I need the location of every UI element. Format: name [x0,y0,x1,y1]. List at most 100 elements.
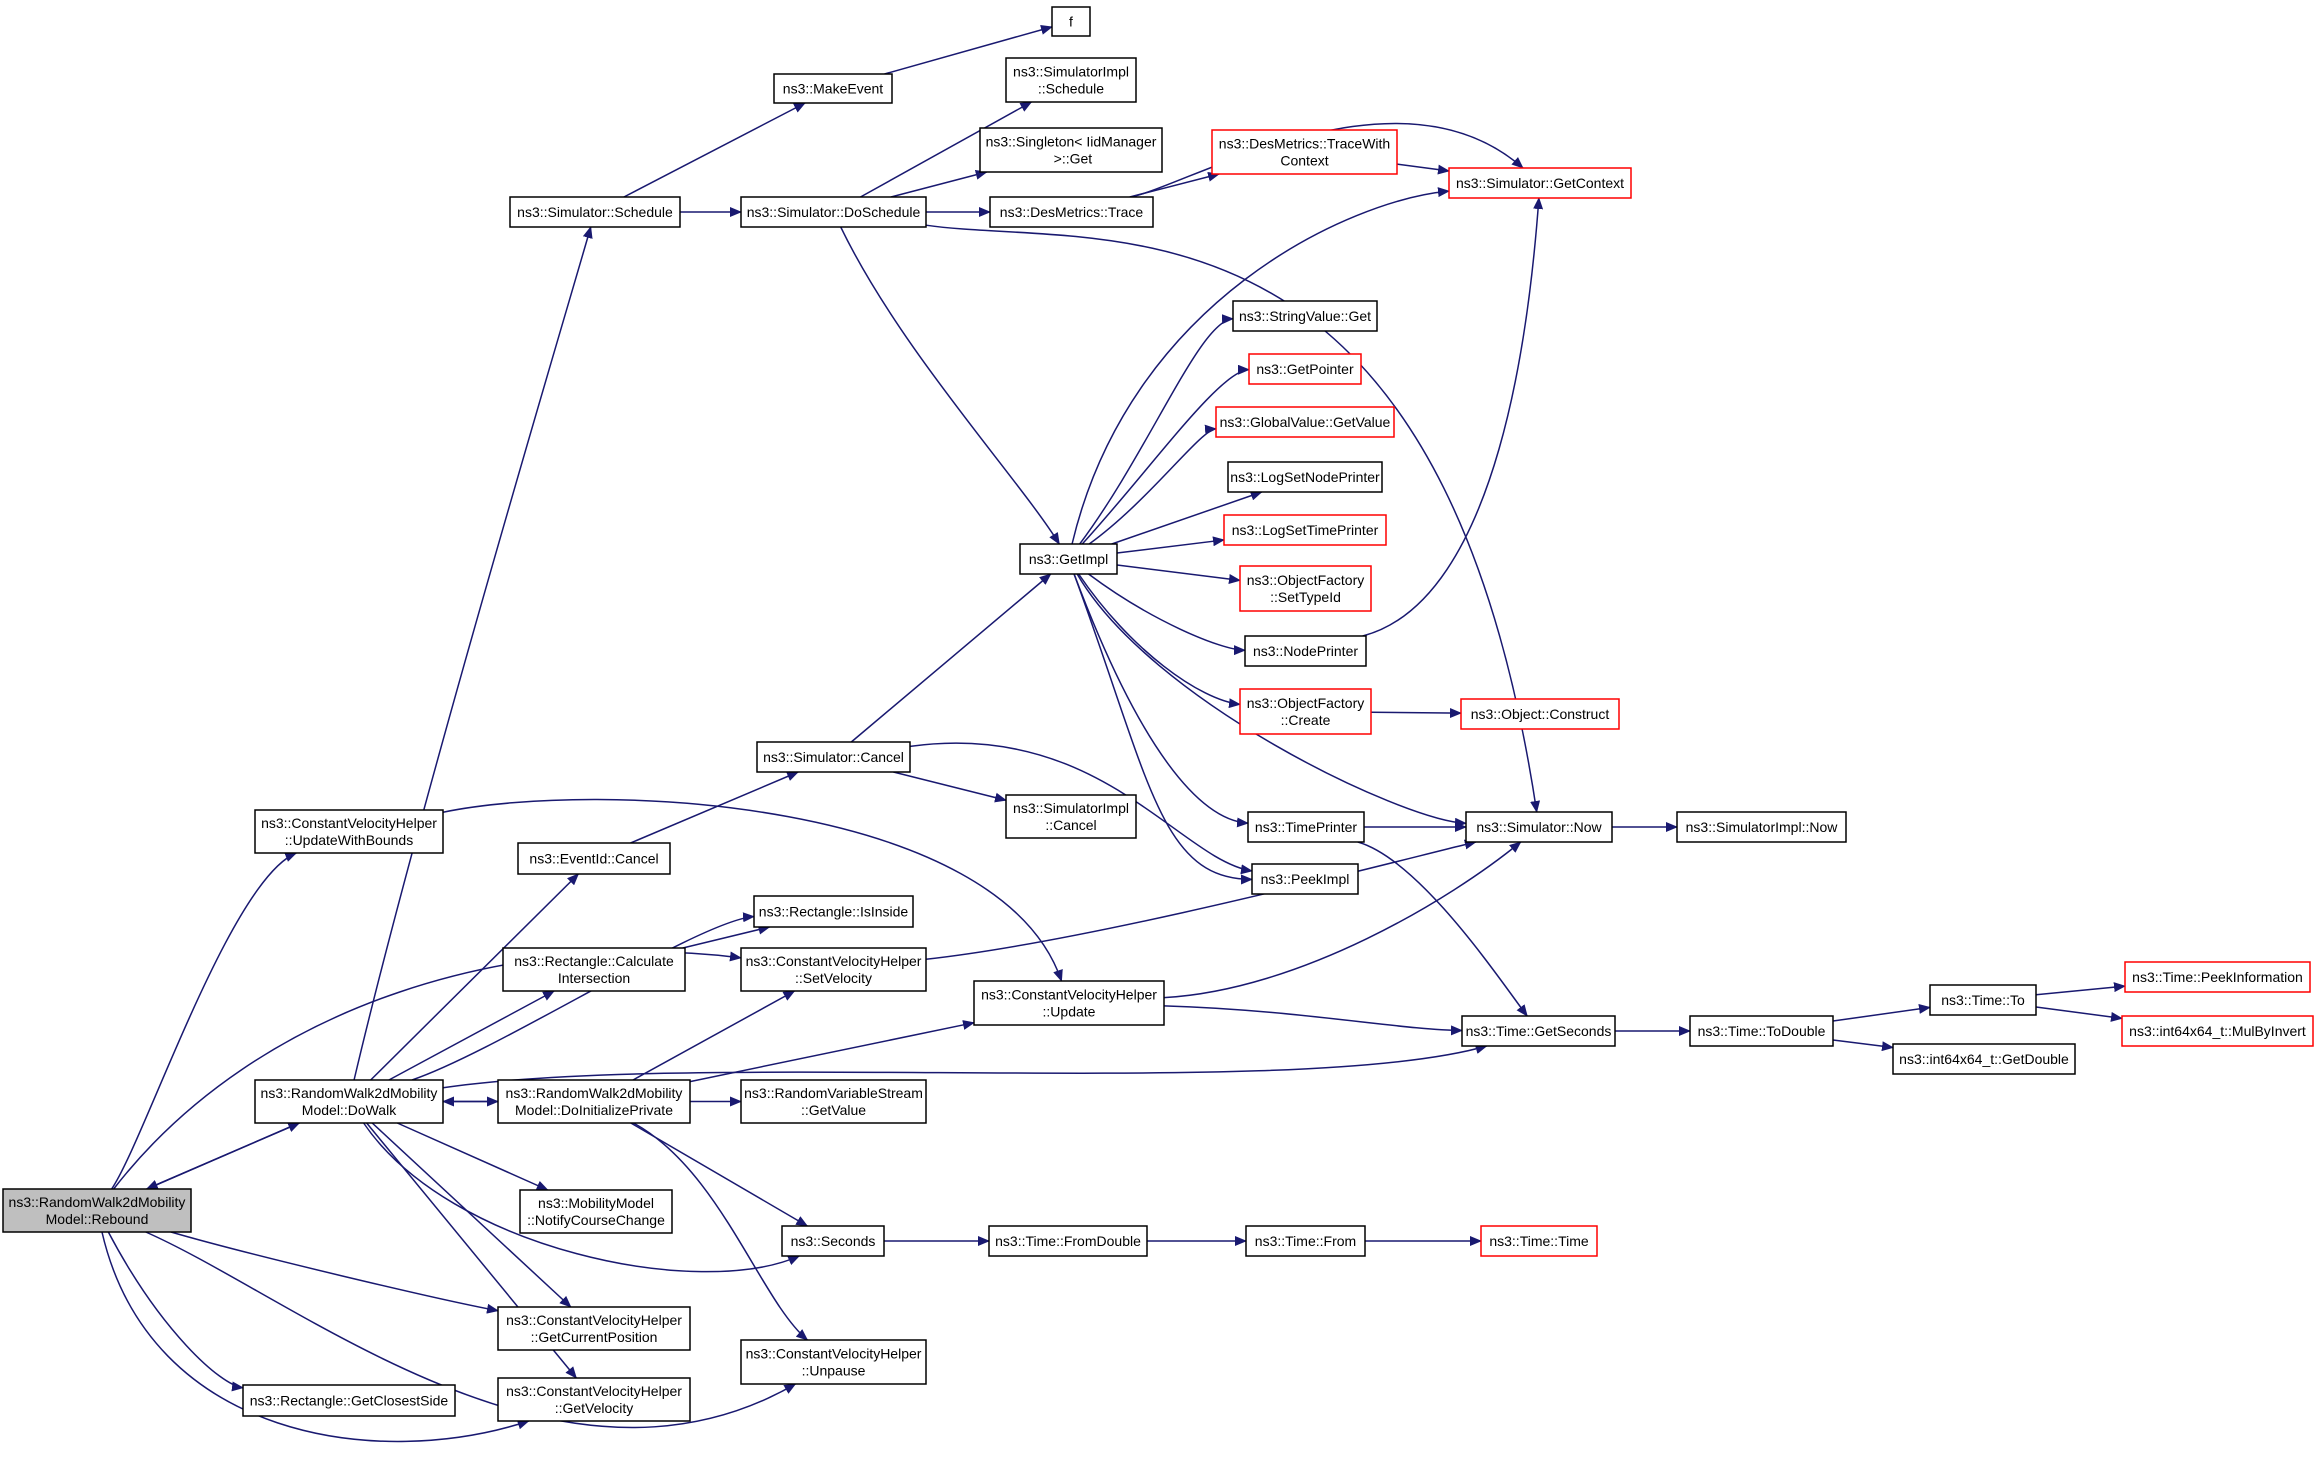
node-nodeprinter[interactable]: ns3::NodePrinter [1244,635,1367,667]
node-box [979,127,1163,173]
node-rvs_getvalue[interactable]: ns3::RandomVariableStream::GetValue [740,1079,927,1124]
node-object_construct[interactable]: ns3::Object::Construct [1460,698,1620,730]
edge-getimpl-to-getpointer [1081,364,1250,545]
node-time_time[interactable]: ns3::Time::Time [1480,1225,1598,1257]
node-sim_cancel[interactable]: ns3::Simulator::Cancel [756,741,911,773]
node-box [1239,688,1372,735]
node-peekimpl[interactable]: ns3::PeekImpl [1251,863,1359,895]
node-label: ::Cancel [1045,817,1096,833]
node-logsetnodeprinter[interactable]: ns3::LogSetNodePrinter [1227,461,1383,493]
node-getvelocity[interactable]: ns3::ConstantVelocityHelper::GetVelocity [497,1377,691,1422]
edge-dowalk-to-notifycourse [396,1122,549,1191]
node-seconds[interactable]: ns3::Seconds [781,1225,885,1257]
node-label: ns3::Simulator::Cancel [763,749,904,765]
node-doschedule[interactable]: ns3::Simulator::DoSchedule [740,196,927,228]
node-box [254,1079,444,1124]
nodes-layer: ns3::RandomWalk2dMobilityModel::Reboundn… [2,6,2314,1422]
node-box [1051,6,1091,37]
node-of_settypeid[interactable]: ns3::ObjectFactory::SetTypeId [1239,565,1372,612]
node-of_create[interactable]: ns3::ObjectFactory::Create [1239,688,1372,735]
node-getseconds[interactable]: ns3::Time::GetSeconds [1461,1015,1616,1047]
node-todouble[interactable]: ns3::Time::ToDouble [1689,1015,1834,1047]
node-schedule[interactable]: ns3::Simulator::Schedule [509,196,681,228]
node-box [740,1079,927,1124]
node-makeevent[interactable]: ns3::MakeEvent [773,73,893,104]
node-box [517,842,671,875]
node-label: ns3::GlobalValue::GetValue [1220,414,1391,430]
node-getclosestside[interactable]: ns3::Rectangle::GetClosestSide [242,1384,456,1417]
node-logsettimeprinter[interactable]: ns3::LogSetTimePrinter [1223,514,1387,546]
node-sim_now[interactable]: ns3::Simulator::Now [1465,811,1613,843]
node-label: ns3::Time::FromDouble [995,1233,1141,1249]
node-doinitprivate[interactable]: ns3::RandomWalk2dMobilityModel::DoInitia… [497,1079,691,1124]
node-label: Intersection [558,970,630,986]
node-getpointer[interactable]: ns3::GetPointer [1248,353,1362,385]
node-getcurrentpos[interactable]: ns3::ConstantVelocityHelper::GetCurrentP… [497,1306,691,1351]
node-box [781,1225,885,1257]
node-updatewithbounds[interactable]: ns3::ConstantVelocityHelper::UpdateWithB… [254,809,444,854]
node-box [1676,811,1847,843]
edge-getimpl-to-getcontext [1071,187,1450,545]
node-label: Model::DoInitializePrivate [515,1102,673,1118]
node-time_from[interactable]: ns3::Time::From [1245,1225,1366,1257]
node-simimpl_now[interactable]: ns3::SimulatorImpl::Now [1676,811,1847,843]
node-simimpl_schedule[interactable]: ns3::SimulatorImpl::Schedule [1005,57,1137,103]
node-singleton_get[interactable]: ns3::Singleton< IidManager >::Get [979,127,1163,173]
node-label: ns3::ConstantVelocityHelper [506,1312,682,1328]
node-label: ns3::GetPointer [1256,361,1354,377]
node-timeprinter[interactable]: ns3::TimePrinter [1247,811,1365,843]
edge-getimpl-to-globalvalue_get [1088,424,1217,545]
node-time_to[interactable]: ns3::Time::To [1929,984,2037,1016]
node-f[interactable]: f [1051,6,1091,37]
node-timefromdouble[interactable]: ns3::Time::FromDouble [988,1225,1148,1257]
node-box [1005,57,1137,103]
node-globalvalue_get[interactable]: ns3::GlobalValue::GetValue [1215,406,1395,438]
node-label: ns3::MobilityModel [538,1195,654,1211]
node-box [1215,406,1395,438]
node-isinside[interactable]: ns3::Rectangle::IsInside [753,895,914,928]
node-notifycourse[interactable]: ns3::MobilityModel::NotifyCourseChange [519,1189,673,1234]
node-label: ::Schedule [1038,81,1104,97]
node-setvelocity[interactable]: ns3::ConstantVelocityHelper::SetVelocity [740,947,927,992]
node-mulbyinvert[interactable]: ns3::int64x64_t::MulByInvert [2121,1015,2314,1047]
node-box [497,1377,691,1422]
node-box [1461,1015,1616,1047]
node-label: ::UpdateWithBounds [285,832,413,848]
node-box [1689,1015,1834,1047]
node-stringvalue_get[interactable]: ns3::StringValue::Get [1232,300,1378,332]
node-label: Context [1280,153,1328,169]
node-label: ns3::ConstantVelocityHelper [981,987,1157,1003]
node-label: ns3::RandomWalk2dMobility [9,1194,186,1210]
node-label: >::Get [1050,151,1093,167]
node-getimpl[interactable]: ns3::GetImpl [1019,543,1118,575]
edge-doschedule-to-sim_now [925,224,1541,813]
node-eventid_cancel[interactable]: ns3::EventId::Cancel [517,842,671,875]
node-label: ns3::int64x64_t::MulByInvert [2129,1023,2306,1039]
node-int64_getdouble[interactable]: ns3::int64x64_t::GetDouble [1892,1043,2076,1075]
node-label: ns3::ObjectFactory [1247,695,1365,711]
node-box [1251,863,1359,895]
node-label: ns3::ConstantVelocityHelper [506,1383,682,1399]
node-simimpl_cancel[interactable]: ns3::SimulatorImpl::Cancel [1005,794,1137,839]
edge-time_to-to-mulbyinvert [2035,1006,2123,1022]
node-box [1005,794,1137,839]
node-unpause[interactable]: ns3::ConstantVelocityHelper::Unpause [740,1339,927,1385]
node-desmetrics_trace[interactable]: ns3::DesMetrics::Trace [989,196,1154,228]
node-box [1227,461,1383,493]
node-box [1929,984,2037,1016]
node-box [740,947,927,992]
node-box [1465,811,1613,843]
node-label: ns3::NodePrinter [1253,643,1358,659]
node-peekinformation[interactable]: ns3::Time::PeekInformation [2124,961,2311,993]
node-label: ns3::Time::ToDouble [1698,1023,1826,1039]
node-cvh_update[interactable]: ns3::ConstantVelocityHelper::Update [973,980,1165,1026]
node-getcontext[interactable]: ns3::Simulator::GetContext [1448,167,1632,199]
node-label: ns3::Time::From [1255,1233,1356,1249]
edge-of_create-to-object_construct [1370,708,1462,719]
node-box [753,895,914,928]
node-label: ns3::Time::To [1941,992,2025,1008]
